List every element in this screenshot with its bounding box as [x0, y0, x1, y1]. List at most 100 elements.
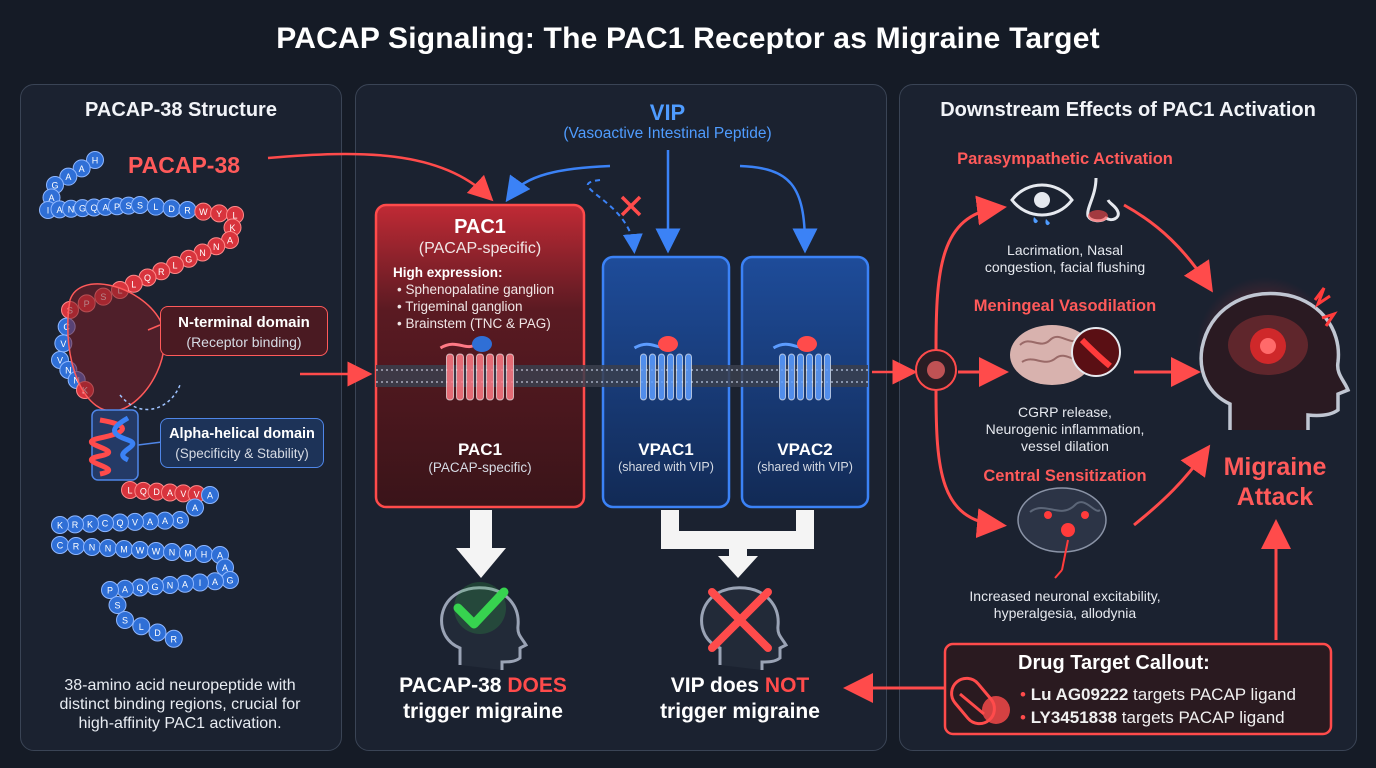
pac1-card-title: PAC1: [454, 216, 506, 238]
amino-acid-letter: V: [57, 356, 63, 366]
amino-acid-letter: A: [122, 584, 128, 594]
arrow-vip-to-pac1: [505, 164, 611, 203]
page-title: PACAP Signaling: The PAC1 Receptor as Mi…: [276, 22, 1100, 55]
amino-acid-bead: [72, 159, 91, 178]
transmembrane-helix: [640, 353, 647, 401]
vpac1-receptor-icon: [633, 336, 692, 401]
amino-acid-letter: I: [47, 206, 50, 216]
amino-acid-letter: D: [168, 204, 175, 214]
amino-acid-letter: A: [212, 577, 218, 587]
amino-acid-bead: [59, 167, 78, 186]
amino-acid-bead: [108, 596, 127, 614]
amino-acid-letter: K: [229, 223, 235, 233]
amino-acid-letter: C: [63, 322, 70, 332]
amino-acid-letter: A: [207, 491, 213, 501]
amino-acid-letter: V: [194, 490, 200, 500]
amino-acid-letter: A: [65, 172, 71, 182]
structure-caption: 38-amino acid neuropeptide with distinct…: [59, 677, 301, 732]
amino-acid-letter: A: [217, 551, 223, 561]
amino-acid-letter: A: [192, 503, 198, 513]
alpha-helix-icon: [89, 409, 139, 481]
amino-acid-letter: S: [125, 201, 131, 211]
amino-acid-bead: [186, 498, 204, 517]
amino-acid-letter: V: [60, 339, 66, 349]
amino-acid-bead: [116, 611, 134, 629]
transmembrane-helix: [824, 353, 831, 401]
arrow-sensitization-to-migraine: [1133, 444, 1211, 527]
amino-acid-letter: N: [169, 548, 176, 558]
vpac1-name: VPAC1: [638, 440, 694, 459]
arrow-parasympathetic-to-migraine: [1123, 203, 1213, 293]
vpac2-sub: (shared with VIP): [757, 460, 853, 474]
amino-acid-letter: D: [154, 628, 161, 638]
expression-item: • Trigeminal ganglion: [397, 299, 523, 314]
amino-acid-letter: C: [57, 541, 64, 551]
expression-item: • Brainstem (TNC & PAG): [397, 316, 551, 331]
transmembrane-helix: [779, 353, 786, 401]
amino-acid-letter: A: [227, 236, 233, 246]
amino-acid-letter: N: [199, 248, 206, 258]
amino-acid-letter: M: [184, 549, 192, 559]
pill-icon: [950, 676, 1010, 726]
amino-acid-letter: N: [65, 366, 72, 376]
amino-acid-letter: R: [184, 206, 191, 216]
amino-acid-letter: Q: [140, 486, 147, 496]
outcome-vip: VIP does NOT trigger migraine: [660, 674, 820, 723]
drug-item: • LY3451838 targets PACAP ligand: [1020, 708, 1285, 727]
amino-acid-letter: H: [201, 550, 208, 560]
amino-acid-letter: C: [102, 519, 109, 529]
transmembrane-helix: [456, 353, 464, 401]
head-check-icon: [440, 582, 529, 670]
amino-acid-letter: Q: [136, 583, 143, 593]
amino-acid-letter: I: [199, 578, 202, 588]
amino-acid-letter: P: [114, 202, 120, 212]
migraine-attack-label: Migraine Attack: [1223, 453, 1327, 511]
amino-acid-letter: S: [137, 201, 143, 211]
pac1-receptor-sub: (PACAP-specific): [428, 460, 532, 475]
amino-acid-letter: A: [167, 488, 173, 498]
effect-title-vasodilation: Meningeal Vasodilation: [973, 297, 1157, 315]
amino-acid-bead: [51, 516, 69, 534]
amino-acid-letter: L: [172, 261, 177, 271]
transmembrane-helix: [797, 353, 804, 401]
pac1-receptor-name: PAC1: [457, 440, 503, 459]
transmembrane-helix: [685, 353, 692, 401]
transmembrane-helix: [676, 353, 683, 401]
transmembrane-helix: [658, 353, 665, 401]
alpha-helical-callout: Alpha-helical domain (Specificity & Stab…: [160, 418, 324, 468]
amino-acid-letter: M: [120, 545, 128, 555]
head-x-icon: [700, 586, 789, 670]
amino-acid-letter: R: [171, 634, 178, 644]
amino-acid-letter: L: [127, 486, 132, 496]
transmembrane-helix: [806, 353, 813, 401]
transmembrane-helix: [476, 353, 484, 401]
amino-acid-letter: N: [167, 581, 174, 591]
expression-item: • Sphenopalatine ganglion: [397, 282, 555, 297]
amino-acid-letter: G: [176, 516, 183, 526]
arrow-pac1-outcome: [456, 510, 506, 578]
amino-acid-letter: Y: [216, 209, 222, 219]
transmembrane-helix: [788, 353, 795, 401]
amino-acid-letter: W: [152, 547, 161, 557]
amino-acid-bead: [148, 623, 167, 642]
n-terminal-sub: (Receptor binding): [186, 334, 302, 350]
amino-acid-letter: Q: [116, 518, 123, 528]
alpha-helical-title: Alpha-helical domain: [169, 426, 315, 442]
vpac2-receptor-icon: [772, 336, 831, 401]
amino-acid-letter: Q: [144, 273, 151, 283]
amino-acid-letter: N: [213, 242, 220, 252]
transmembrane-helix: [446, 353, 454, 401]
eye-icon: [1010, 183, 1074, 226]
amino-acid-letter: V: [132, 517, 138, 527]
amino-acid-letter: G: [151, 582, 158, 592]
amino-acid-letter: R: [72, 520, 79, 530]
panel-title: PACAP-38 Structure: [85, 99, 277, 121]
amino-acid-letter: L: [232, 211, 237, 221]
peptide-label: PACAP-38: [128, 152, 241, 178]
amino-acid-bead: [101, 581, 119, 599]
amino-acid-letter: A: [182, 579, 188, 589]
amino-acid-letter: N: [73, 376, 80, 386]
vpac1-sub: (shared with VIP): [618, 460, 714, 474]
amino-acid-letter: N: [68, 204, 75, 214]
